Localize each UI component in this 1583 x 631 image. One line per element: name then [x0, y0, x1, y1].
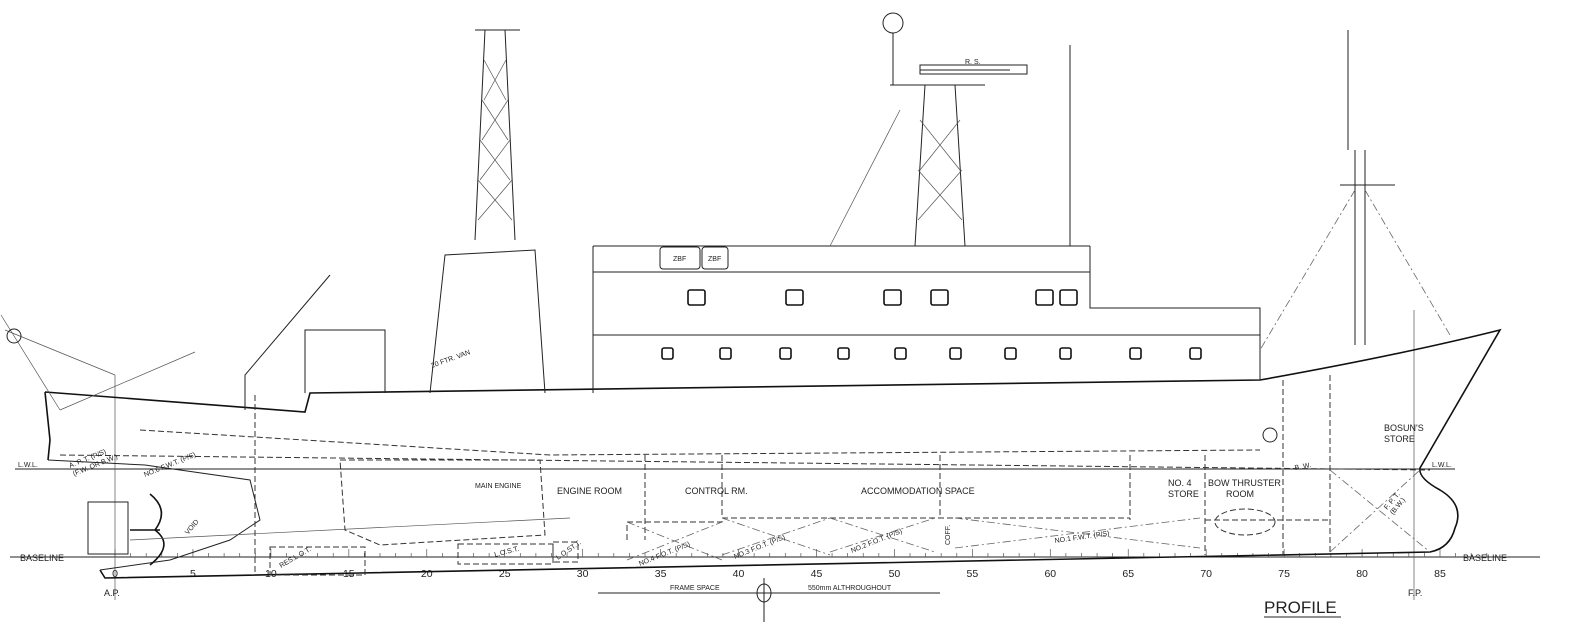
windows	[661, 289, 1202, 360]
engine-room-label: ENGINE ROOM	[557, 486, 622, 496]
porthole	[779, 347, 792, 360]
stern-skeg	[47, 459, 261, 571]
funnel	[429, 249, 546, 394]
main-engine-outline	[339, 459, 546, 546]
tank-crosses	[626, 469, 1431, 561]
lostt-label: L.O.ST.T.	[555, 539, 583, 561]
van-label: 20 FTR. VAN	[430, 349, 471, 370]
frame-label: 45	[811, 568, 823, 580]
bow-thruster-tunnel	[1214, 508, 1276, 536]
porthole	[719, 347, 732, 360]
no2-fot-label: NO.2 F.O.T. (P/S)	[850, 528, 903, 555]
bulkheads	[254, 375, 1331, 575]
porthole	[1129, 347, 1142, 360]
accommodation-label: ACCOMMODATION SPACE	[861, 486, 975, 496]
porthole	[1004, 347, 1017, 360]
no4-store-label-1: NO. 4	[1168, 478, 1192, 488]
frame-label: 70	[1200, 568, 1212, 580]
bw-label: B. W.	[1294, 462, 1312, 472]
window	[785, 289, 804, 306]
main-mast	[474, 29, 520, 241]
frame-label: 75	[1278, 568, 1290, 580]
porthole	[1189, 347, 1202, 360]
res-lot-label: RES.L.O.T.	[279, 546, 313, 570]
zbf-label-2: ZBF	[708, 256, 721, 263]
stern-a-frame	[0, 314, 196, 411]
res-lot-tank	[269, 546, 366, 576]
liferaft-1	[659, 246, 701, 270]
frame-label: 60	[1044, 568, 1056, 580]
no4-fot-label: NO.4 F.O.T. (P/S)	[638, 541, 691, 568]
fp-label: F.P.	[1408, 588, 1422, 598]
mast-lattice	[477, 59, 513, 221]
porthole	[894, 347, 907, 360]
zbf-label-1: ZBF	[673, 256, 686, 263]
stern-sheave	[6, 328, 22, 344]
window	[1059, 289, 1078, 306]
fore-stays	[1259, 189, 1451, 351]
lwl-label-aft: L.W.L.	[18, 462, 38, 469]
ap-label: A.P.	[104, 588, 120, 598]
frame-label: 30	[577, 568, 589, 580]
frame-label: 55	[967, 568, 979, 580]
frame-space-value: 550mm ALTHROUGHOUT	[808, 585, 892, 592]
lwl-label-fwd: L.W.L.	[1432, 462, 1452, 469]
frame-label: 5	[190, 568, 196, 580]
frame-label: 80	[1356, 568, 1368, 580]
tank-top-line	[59, 454, 1431, 471]
baseline-label-fwd: BASELINE	[1463, 553, 1507, 563]
radar-mast	[890, 69, 1010, 247]
aft-deckhouse	[304, 329, 386, 393]
control-room-label: CONTROL RM.	[685, 486, 748, 496]
frame-label: 85	[1434, 568, 1446, 580]
superstructure	[592, 271, 1261, 393]
lower-deck-line	[139, 429, 1261, 456]
liferaft-2	[701, 246, 729, 270]
frame-ticks	[114, 549, 1488, 557]
window	[930, 289, 949, 306]
coff-label: COFF.	[945, 525, 952, 545]
rudder	[87, 501, 129, 555]
frame-label: 20	[421, 568, 433, 580]
propeller	[130, 493, 165, 566]
mast-light-icon	[882, 12, 904, 34]
baseline-label-aft: BASELINE	[20, 553, 64, 563]
void-label: VOID	[184, 519, 200, 537]
window	[687, 289, 706, 306]
radar-scanner	[919, 64, 1028, 75]
porthole	[661, 347, 674, 360]
bow-thruster-label-2: ROOM	[1226, 489, 1254, 499]
shaft-line	[129, 517, 571, 541]
frame-label: 25	[499, 568, 511, 580]
window	[883, 289, 902, 306]
bosun-store-label-1: BOSUN'S	[1384, 423, 1424, 433]
porthole	[837, 347, 850, 360]
crane	[244, 274, 331, 410]
double-bottom-line	[626, 517, 1330, 540]
bosun-store-label-2: STORE	[1384, 434, 1415, 444]
porthole	[949, 347, 962, 360]
lifebuoy-icon	[1262, 427, 1278, 443]
porthole	[1059, 347, 1072, 360]
radar-mast-lattice	[829, 109, 963, 247]
drawing-title: PROFILE	[1264, 598, 1337, 617]
rs-label: R. S.	[965, 59, 981, 66]
frame-label: 0	[112, 568, 118, 580]
frame-label: 40	[733, 568, 745, 580]
window	[1035, 289, 1054, 306]
frame-label: 50	[889, 568, 901, 580]
frame-label: 35	[655, 568, 667, 580]
main-engine-label: MAIN ENGINE	[475, 483, 522, 490]
frame-space-label: FRAME SPACE	[670, 585, 720, 592]
bow-thruster-label-1: BOW THRUSTER	[1208, 478, 1281, 488]
frame-label: 65	[1122, 568, 1134, 580]
hull-outline	[44, 328, 1502, 579]
no4-store-label-2: STORE	[1168, 489, 1199, 499]
fore-mast	[1340, 150, 1395, 345]
